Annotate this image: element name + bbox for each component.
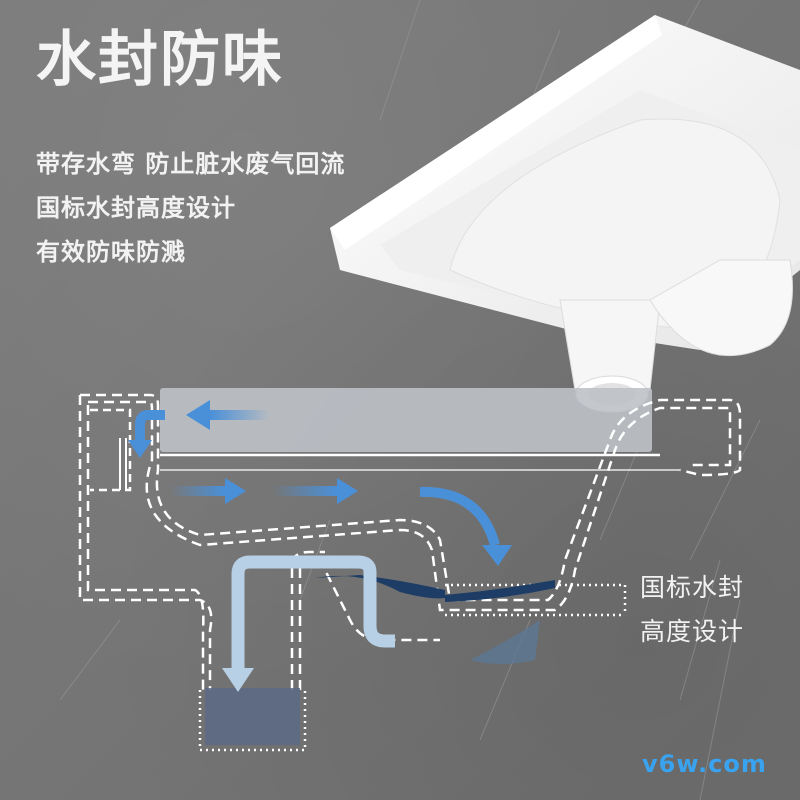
- inlet-arrow: [135, 410, 165, 445]
- callout-line: 高度设计: [640, 617, 745, 646]
- arrow-down-drain-icon: [222, 668, 254, 692]
- page-title: 水封防味: [36, 25, 284, 95]
- feature-item: 有效防味防溅: [36, 238, 186, 266]
- squat-toilet-image: [330, 15, 800, 413]
- arrow-down-icon: [128, 440, 152, 458]
- feature-item: 国标水封高度设计: [36, 194, 236, 222]
- flush-panel: [160, 388, 652, 452]
- drain-water: [205, 688, 300, 745]
- pipe-outline: [78, 393, 742, 690]
- arrow-right-icon: [225, 478, 246, 504]
- water-seal-callout: 国标水封 高度设计: [640, 566, 744, 654]
- arrow-right-icon: [337, 478, 358, 504]
- trap-water-splash: [315, 575, 445, 599]
- overflow-arrow: [231, 555, 395, 672]
- feature-item: 带存水弯 防止脏水废气回流: [36, 150, 346, 178]
- arrow-curve-down-icon: [482, 545, 512, 566]
- arrow-left-icon: [186, 400, 210, 430]
- watermark: v6w.com: [642, 750, 767, 778]
- feature-list: 带存水弯 防止脏水废气回流 国标水封高度设计 有效防味防溅: [36, 142, 345, 274]
- callout-line: 国标水封: [640, 573, 745, 602]
- curve-arrow: [419, 486, 500, 547]
